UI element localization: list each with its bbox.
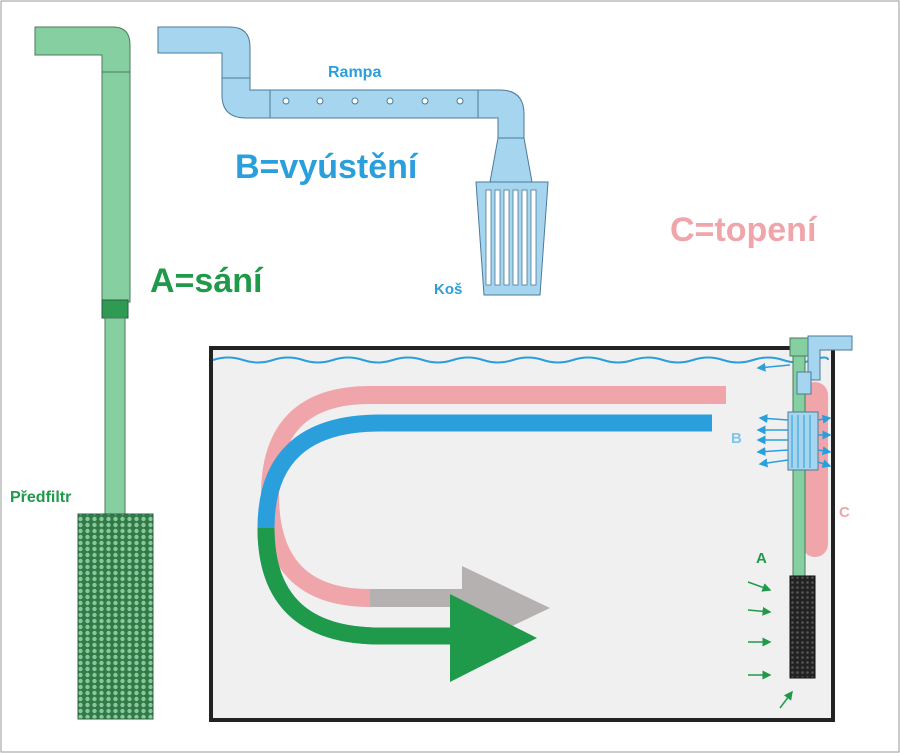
label-b-small: B xyxy=(731,430,742,447)
label-b-title: B=vyústění xyxy=(235,148,419,186)
outlet-basket xyxy=(475,181,549,296)
label-predfiltr: Předfiltr xyxy=(10,489,71,506)
label-c-small: C xyxy=(839,504,850,521)
outflow-arrows xyxy=(756,362,832,468)
prefilter-sponge xyxy=(77,513,154,720)
label-c-title: C=topení xyxy=(670,211,818,249)
water-surface xyxy=(212,356,829,364)
intake-flow-band xyxy=(257,527,455,645)
intake-arrows xyxy=(747,581,793,709)
label-kos: Koš xyxy=(434,281,462,298)
label-rampa: Rampa xyxy=(328,64,381,81)
ramp-holes xyxy=(282,97,464,105)
suction-pipe xyxy=(34,26,131,519)
outlet-basket-small xyxy=(787,411,819,471)
intake-flow-arrowhead xyxy=(450,594,537,682)
outlet-pipe xyxy=(157,26,533,183)
label-a-small: A xyxy=(756,550,767,567)
label-a-title: A=sání xyxy=(150,262,264,300)
intake-sponge xyxy=(789,575,816,679)
